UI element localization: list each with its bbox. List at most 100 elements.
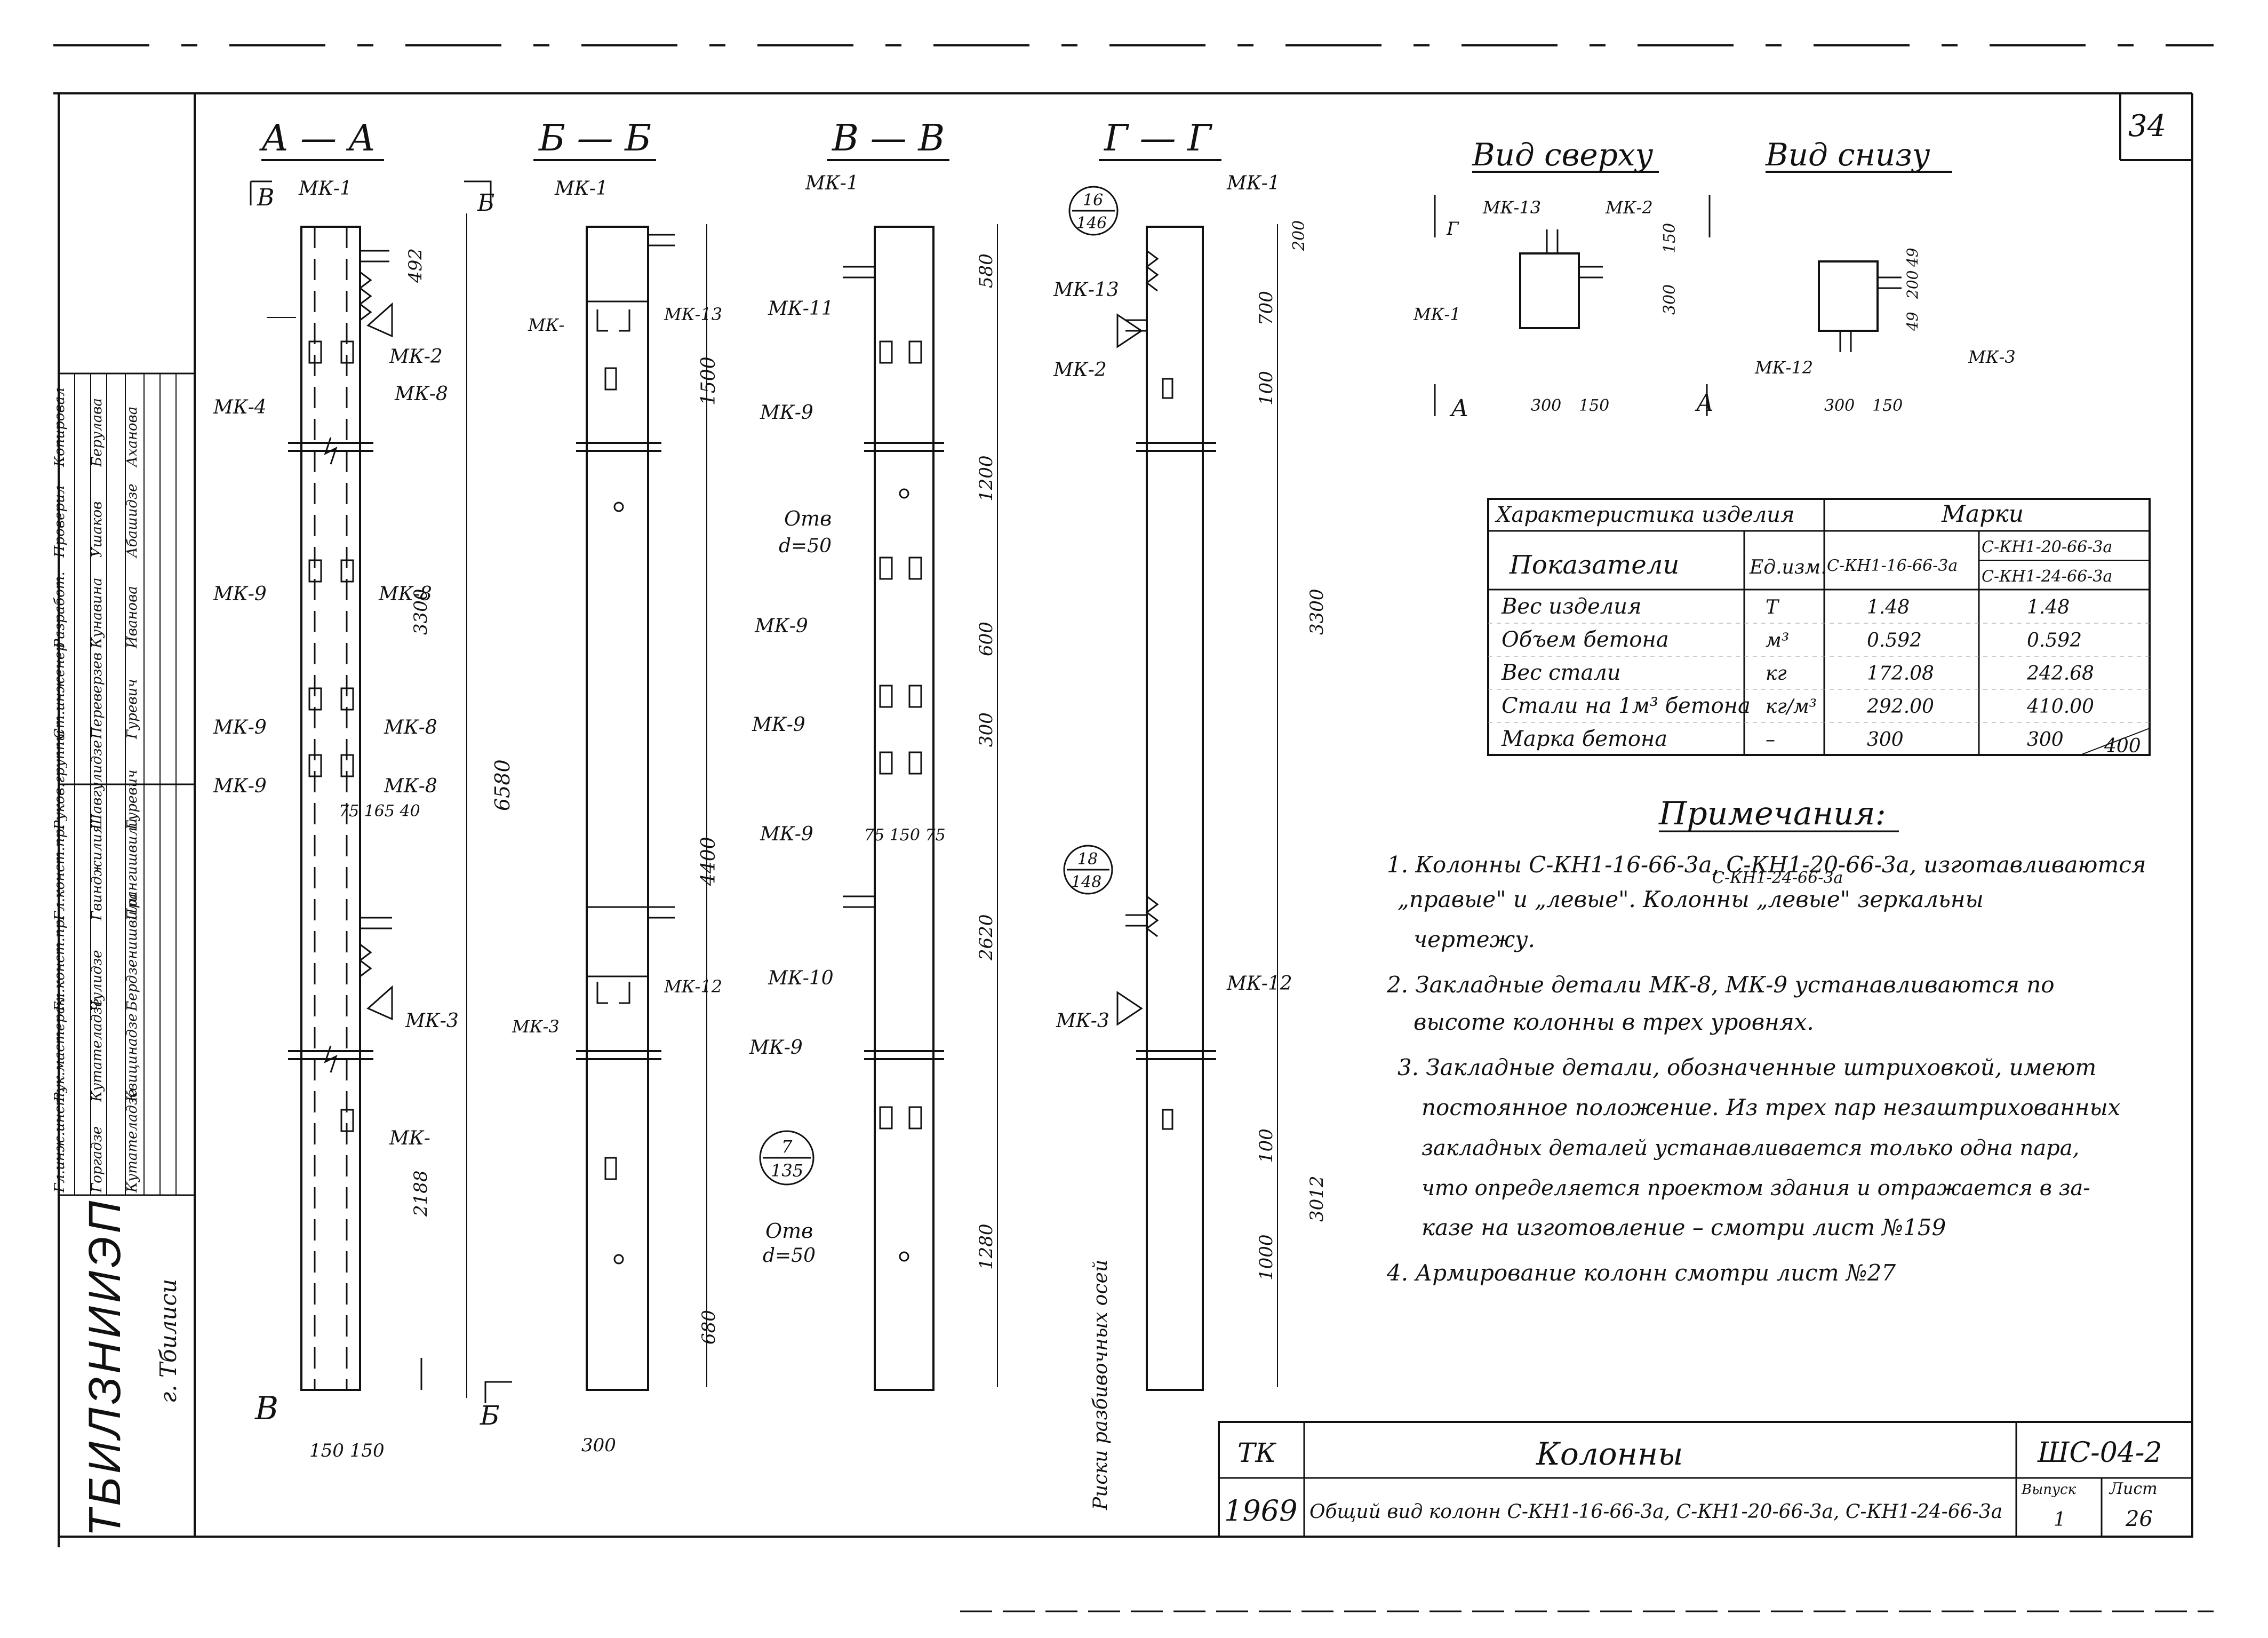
title-block: ТК 1969 Колонны ШС-04-2 Общий вид колонн… [1218,1421,2193,1538]
bb-dim-4400: 4400 [698,837,720,886]
gg-mk2: МК-2 [1053,359,1107,381]
note-4: 4. Армирование колонн смотри лист №27 [1386,1260,1896,1286]
table-col-m1: С-КН1-16-66-3а [1827,556,1958,575]
callout-3-top: 7 [781,1136,793,1157]
aa-mk-short: МК- [389,1127,430,1149]
section-gg-title: Г — Г [1103,117,1212,160]
view-top-arrow-g: Г [1446,218,1459,240]
view-top-dim-300: 300 [1531,396,1561,415]
view-bottom-mk12: МК-12 [1754,357,1813,378]
vv-mk10: МК-10 [768,967,834,989]
side-stamp-names2-3: Прангишвили [124,818,140,921]
table-row-3-unit: кг/м³ [1766,696,1817,718]
view-top-mk2: МК-2 [1605,197,1653,218]
aa-cut-label-bottom: В [254,1390,278,1427]
table-row-0-v2: 1.48 [2027,597,2070,618]
title-code: ШС-04-2 [2037,1437,2162,1469]
note-3e: казе на изготовление – смотри лист №159 [1422,1214,1946,1241]
gg-dim-3012: 3012 [1306,1175,1328,1222]
table-row-0-unit: Т [1766,597,1780,618]
side-stamp-org: ТБИЛЗНИИЭП [79,1198,130,1537]
side-stamp-names2-1: Квицинадзе [124,1013,140,1102]
view-top-arrow-a: А [1449,395,1468,422]
vv-mk9-3: МК-9 [752,714,805,736]
table-row-4-v1: 300 [1867,729,1904,751]
vv-mk9-2: МК-9 [754,615,808,637]
side-stamp-names1-7: Ушаков [89,502,105,558]
gg-dim-700: 700 [1256,291,1277,325]
vv-dim-1280: 1280 [976,1223,997,1270]
title-sheet-label: Лист [2109,1480,2158,1498]
side-stamp-names1-8: Берулава [89,398,105,467]
side-stamp-roles-0: Гл.инж.инст. [52,1088,68,1193]
notes-title: Примечания: [1658,795,1886,832]
side-stamp: Гл.инж.инст.Рук.мастерск.Гл.конст.пр.Гл.… [52,372,195,1537]
side-stamp-roles-3: Гл.конст.пр. [52,825,68,921]
side-stamp-names1-3: Гвинджилия [89,824,105,921]
side-stamp-roles: Гл.инж.инст.Рук.мастерск.Гл.конст.пр.Гл.… [52,387,140,1193]
view-top-side-300: 300 [1660,284,1679,315]
section-aa: А — А В В МК-1 МК-2 МК-8 МК-4 МК-9 МК-8 … [213,117,459,1461]
table-col-indicators: Показатели [1509,550,1679,580]
view-top: Вид сверху МК-13 МК-2 МК-1 Г А 300 150 3… [1413,137,1711,422]
side-stamp-roles-4: Руков.группы [52,730,68,830]
side-stamp-names2-8: Аханова [124,407,140,468]
bb-dim-1500: 1500 [698,356,720,405]
vv-dim-580: 580 [976,253,997,288]
table-col-unit: Ед.изм. [1749,556,1827,578]
gg-mk12: МК-12 [1226,973,1292,995]
axis-note: Риски разбивочных осей [1090,1260,1112,1510]
bb-cut-label-bottom: Б [480,1400,500,1431]
section-vv-title: В — В [831,117,945,160]
vv-mk1: МК-1 [805,172,859,194]
vv-steps: 75 150 75 [864,826,946,845]
note-1c: „правые" и „левые". Колонны „левые" зерк… [1397,886,1984,912]
bb-dim-6580: 6580 [491,759,514,811]
view-bottom-side-49b: 49 [1904,248,1921,267]
vv-hole2-d: d=50 [763,1245,816,1267]
aa-mk4: МК-4 [213,396,267,418]
side-stamp-roles-5: Ст.инженер [52,642,68,739]
side-stamp-names2-4: Гуревич [124,770,140,830]
characteristics-table: Характеристика изделия Марки Показатели … [1487,498,2151,757]
table-row-3-name: Стали на 1м³ бетона [1502,694,1751,718]
table-row-4-v2: 300 [2027,729,2064,751]
side-stamp-city: г. Тбилиси [155,1279,181,1403]
side-stamp-names2-7: Абашидзе [124,484,140,559]
aa-mk9-1: МК-9 [213,583,267,605]
title-sheet: 26 [2125,1507,2153,1531]
table-marks: Марки [1941,500,2024,528]
note-3d: что определяется проектом здания и отраж… [1422,1176,2090,1200]
vv-dim-600: 600 [976,622,997,656]
aa-mk9-2: МК-9 [213,717,267,738]
bb-base: 300 [581,1435,616,1456]
aa-mk2: МК-2 [389,346,443,368]
section-gg: Г — Г МК-1 МК-13 МК-2 МК-12 МК-3 200 700… [1053,117,1328,1510]
sheet-frame [53,44,2214,1612]
side-stamp-names1-5: Переверзев [89,653,105,740]
table-row-0-v1: 1.48 [1867,597,1910,618]
table-row-4-unit: – [1766,729,1775,751]
aa-embedded-plates [308,340,354,1132]
vv-dim-300: 300 [976,712,997,747]
section-vv: В — В МК-1 МК-11 МК-9 Отв d=50 МК-9 МК-9… [698,117,998,1391]
table-col-m2a: С-КН1-20-66-3а [1982,538,2112,556]
side-stamp-names1-1: Кутателадзе [89,998,105,1102]
aa-steps: 75 165 40 [339,802,420,821]
view-bottom-mk3: МК-3 [1968,347,2016,367]
callout-2-top: 18 [1077,850,1098,869]
view-bottom-side-49a: 49 [1904,312,1921,331]
vv-mk9-4: МК-9 [760,823,813,845]
side-stamp-names1-2: Чулидзе [89,950,105,1011]
aa-dim-2188: 2188 [410,1170,432,1217]
aa-base: 150 150 [309,1440,385,1461]
vv-mk11: МК-11 [768,298,834,320]
aa-mk8-3: МК-8 [384,775,437,797]
view-bottom-dim-150: 150 [1872,396,1903,415]
aa-mk8-2: МК-8 [384,717,437,738]
gg-dim-100b: 100 [1256,1128,1277,1163]
note-1a: 1. Колонны С-КН1-16-66-3а, С-КН1-20-66-3… [1387,852,2146,878]
vv-dim-1200: 1200 [976,455,997,502]
note-1d: чертежу. [1413,926,1535,952]
